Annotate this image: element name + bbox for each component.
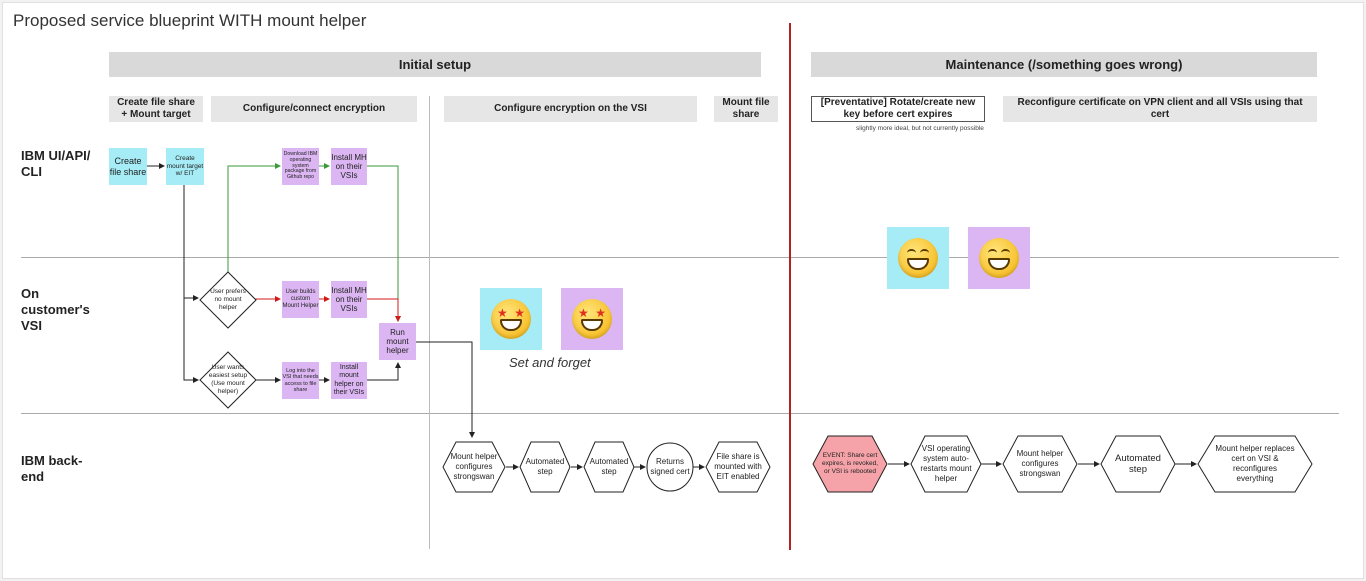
- sticky-install-mh-bottom: Install mount helper on their VSIs: [331, 362, 367, 399]
- step-configure-connect: Configure/connect encryption: [211, 96, 417, 122]
- step-create-mount: Create file share + Mount target: [109, 96, 203, 122]
- hexagon-shape: [519, 441, 571, 493]
- sticky-create-file-share: Create file share: [109, 148, 147, 185]
- hexagon-shape: [583, 441, 635, 493]
- sticky-install-mh-mid: Install MH on their VSIs: [331, 281, 367, 318]
- step-reconfigure: Reconfigure certificate on VPN client an…: [1003, 96, 1317, 122]
- hexagon-shape: [910, 435, 982, 493]
- sticky-run-mount-helper: Run mount helper: [379, 323, 416, 360]
- sticky-log-into-vsi: Log into the VSI that needs access to fi…: [282, 362, 319, 399]
- sticky-install-mh-top: Install MH on their VSIs: [331, 148, 367, 185]
- backend-mh-replaces-cert: Mount helper replaces cert on VSI & reco…: [1215, 444, 1295, 483]
- star-struck-emoji: ★★: [480, 288, 542, 350]
- hexagon-shape: [705, 441, 771, 493]
- sticky-create-mount-target: Create mount target w/ EIT: [166, 148, 204, 185]
- decision-easiest-setup: User wants easiest setup (Use mount help…: [208, 364, 248, 395]
- grinning-emoji: [968, 227, 1030, 289]
- set-and-forget-label: Set and forget: [509, 355, 591, 370]
- backend-returns-cert: Returns signed cert: [650, 457, 690, 476]
- phase-initial-setup: Initial setup: [109, 52, 761, 77]
- backend-mh-configures: Mount helper configures strongswan: [450, 452, 498, 481]
- grinning-emoji: [887, 227, 949, 289]
- lane-customer-vsi: On customer's VSI: [21, 286, 90, 333]
- backend-vsi-auto-restart: VSI operating system auto-restarts mount…: [920, 444, 972, 483]
- step-preventative: [Preventative] Rotate/create new key bef…: [811, 96, 985, 122]
- step-configure-vsi: Configure encryption on the VSI: [444, 96, 697, 122]
- lane-backend: IBM back-end: [21, 453, 83, 484]
- decision-diamond: [199, 351, 257, 409]
- lane-divider: [21, 257, 1339, 258]
- page-title: Proposed service blueprint WITH mount he…: [13, 11, 367, 30]
- hexagon-shape: [1197, 435, 1313, 493]
- hexagon-shape: [1002, 435, 1078, 493]
- decision-diamond: [199, 271, 257, 329]
- backend-file-share-mounted: File share is mounted with EIT enabled: [714, 452, 762, 481]
- preventative-note: slightly more ideal, but not currently p…: [856, 125, 984, 132]
- phase-maintenance: Maintenance (/something goes wrong): [811, 52, 1317, 77]
- backend-event: EVENT: Share cert expires, is revoked, o…: [822, 452, 878, 475]
- hexagon-shape: [1100, 435, 1176, 493]
- decision-no-mount-helper: User prefers no mount helper: [210, 288, 246, 311]
- connectors: [147, 163, 1197, 470]
- backend-mh-configures-maint: Mount helper configures strongswan: [1016, 449, 1064, 478]
- circle-shape: [646, 442, 694, 492]
- lane-divider: [21, 413, 1339, 414]
- star-struck-emoji: ★★: [561, 288, 623, 350]
- section-divider: [429, 96, 430, 549]
- step-mount-share: Mount file share: [714, 96, 778, 122]
- sticky-download-package: Download IBM operating system package fr…: [282, 148, 319, 185]
- backend-automated-step-maint: Automated step: [1115, 453, 1161, 475]
- phase-divider: [789, 23, 791, 550]
- sticky-user-builds: User builds custom Mount Helper: [282, 281, 319, 318]
- hexagon-shape: [442, 441, 506, 493]
- backend-automated-step-1: Automated step: [525, 457, 565, 476]
- lane-ibm-ui: IBM UI/API/ CLI: [21, 148, 91, 179]
- backend-automated-step-2: Automated step: [589, 457, 629, 476]
- hexagon-shape: [812, 435, 888, 493]
